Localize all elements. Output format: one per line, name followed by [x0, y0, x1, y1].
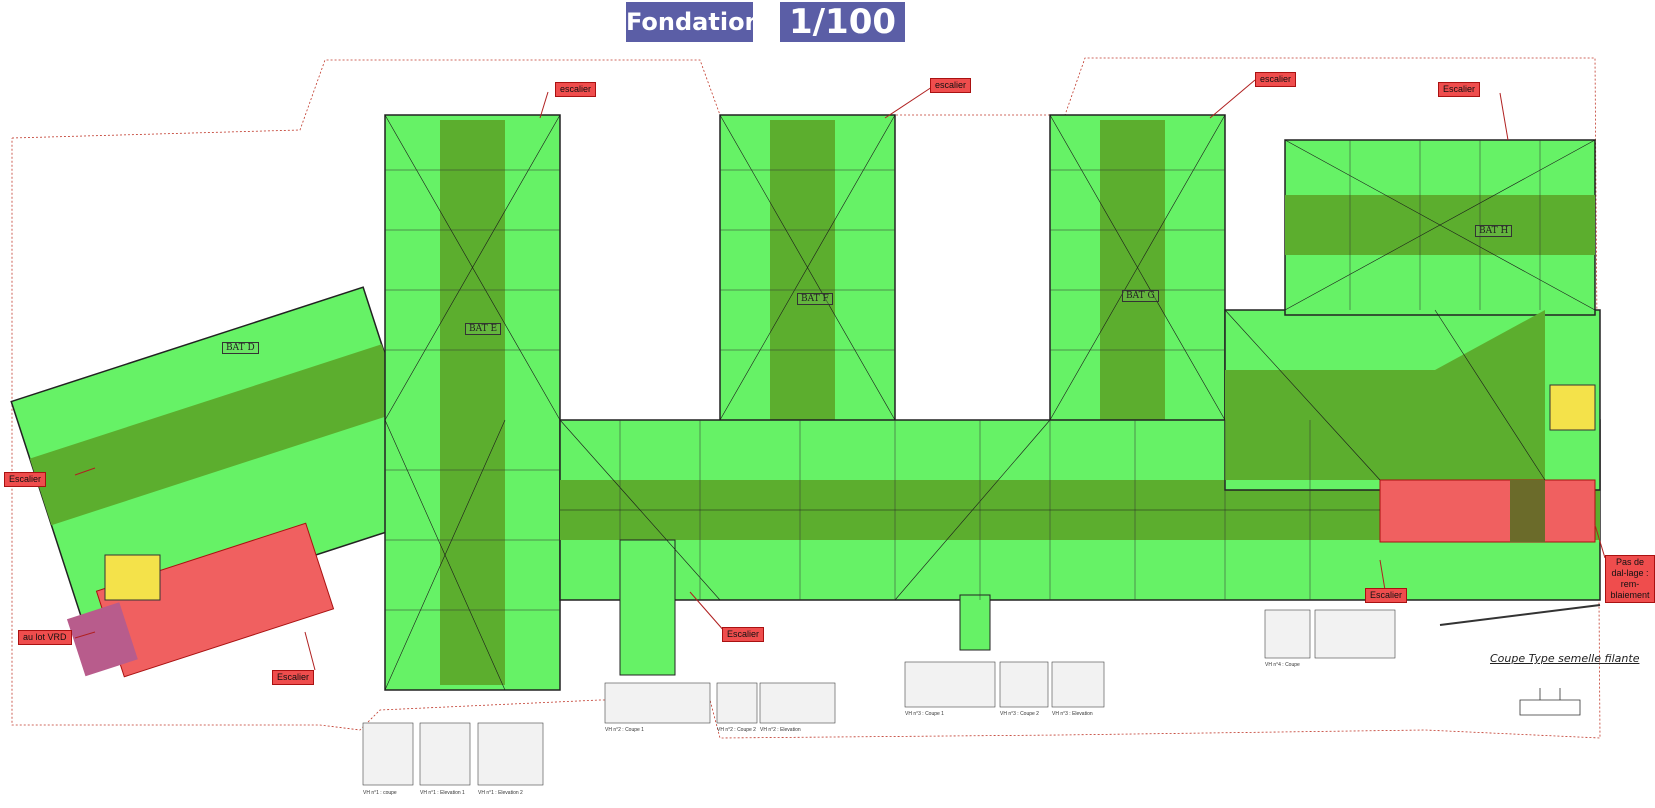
scale-label: 1/100: [780, 2, 905, 42]
coupe-type-detail: [1439, 604, 1601, 716]
bat-h-diagonal-band: [1225, 310, 1545, 480]
callout-arrows: [74, 79, 1606, 671]
page-title: Fondations: [626, 2, 776, 42]
bat-e-band: [440, 120, 505, 685]
bat-g-band: [1100, 120, 1165, 420]
building-label-e: BAT E: [465, 323, 502, 335]
detail-drawings: [362, 609, 1396, 786]
callout-escalier-8: Escalier: [1365, 588, 1408, 603]
room-cells: [385, 140, 1541, 611]
building-label-f: BAT F: [797, 293, 833, 305]
south-stub: [959, 594, 991, 651]
callout-escalier-2: escalier: [930, 78, 972, 93]
callout-lot-vrd: au lot VRD: [18, 630, 72, 645]
callout-escalier-5: Escalier: [4, 472, 47, 487]
callout-escalier-4: Escalier: [1438, 82, 1481, 97]
detail-caption: VH n°1 : Elevation 2: [478, 790, 523, 796]
detail-caption: VH n°2 : Elevation: [760, 727, 801, 733]
dark-zone-h: [1510, 480, 1545, 542]
detail-caption: VH n°3 : Elevation: [1052, 711, 1093, 717]
structural-lines: [384, 114, 1596, 691]
detail-caption: VH n°1 : coupe: [363, 790, 397, 796]
detail-caption: VH n°3 : Coupe 1: [905, 711, 944, 717]
detail-caption: VH n°1 : Elevation 1: [420, 790, 465, 796]
bat-f-band: [770, 120, 835, 420]
building-label-d: BAT D: [222, 342, 259, 354]
callout-escalier-7: Escalier: [722, 627, 765, 642]
yellow-zone-d: [104, 554, 161, 601]
callout-escalier-6: Escalier: [272, 670, 315, 685]
red-zone-h: [1379, 479, 1596, 543]
detail-caption: VH n°4 : Coupe: [1265, 662, 1300, 668]
detail-caption: VH n°3 : Coupe 2: [1000, 711, 1039, 717]
stair-stub: [619, 539, 676, 676]
callout-escalier-3: escalier: [1255, 72, 1297, 87]
site-boundary: [11, 57, 1601, 739]
coupe-type-title: Coupe Type semelle filante: [1490, 652, 1640, 665]
purple-zone: [66, 602, 138, 677]
callout-escalier-1: escalier: [555, 82, 597, 97]
yellow-zone-h: [1549, 384, 1596, 431]
callout-remblaiement: Pas de dal-lage : rem-blaiement: [1605, 555, 1655, 603]
building-label-h: BAT H: [1475, 225, 1513, 237]
building-label-g: BAT G: [1122, 290, 1159, 302]
detail-caption: VH n°2 : Coupe 1: [605, 727, 644, 733]
detail-caption: VH n°2 : Coupe 2: [717, 727, 756, 733]
